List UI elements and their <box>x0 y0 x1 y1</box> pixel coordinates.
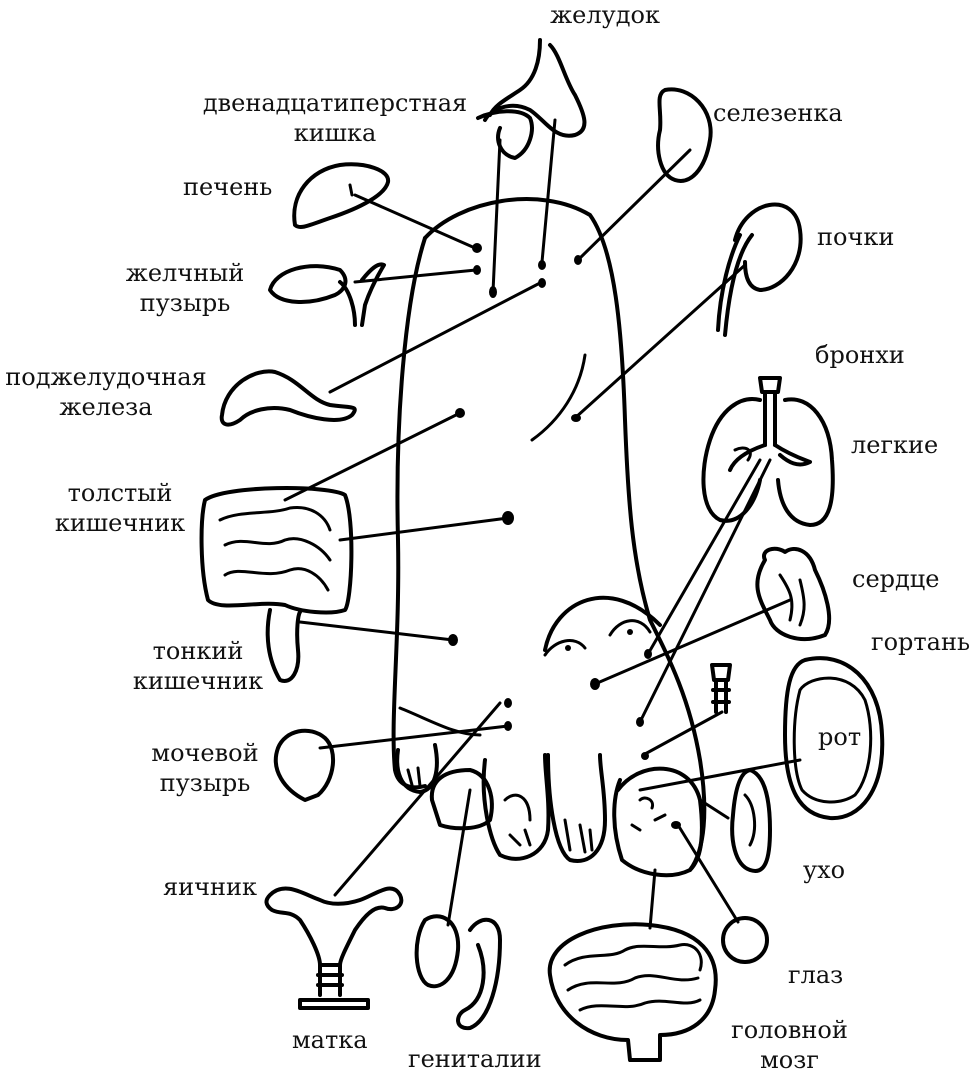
label-eye: глаз <box>788 961 844 989</box>
gallbladder-drawing <box>268 264 348 304</box>
foot-left-edge <box>391 236 427 790</box>
heart-drawing <box>755 546 832 641</box>
label-kidneys: почки <box>817 223 895 251</box>
label-ear: ухо <box>803 856 846 884</box>
eye-drawing <box>721 916 769 964</box>
label-mouth: рот <box>818 723 862 751</box>
foot-ball-eye-left <box>543 639 587 657</box>
genitals-drawing <box>414 914 502 1031</box>
label-liver: печень <box>183 173 273 201</box>
spleen-drawing <box>656 87 713 183</box>
label-lungs: легкие <box>851 431 939 459</box>
label-ovary: яичник <box>163 873 257 901</box>
colon-drawing <box>199 486 354 683</box>
kidney-drawing <box>733 202 803 292</box>
label-genitals: гениталии <box>408 1045 542 1073</box>
liver-drawing <box>292 162 390 229</box>
foot-ball-curve <box>543 595 662 652</box>
label-bronchi: бронхи <box>815 341 905 369</box>
bladder-drawing <box>273 728 336 802</box>
foot-ball-eye-right <box>608 619 652 637</box>
foot-arch-line <box>530 353 587 442</box>
reflex-points <box>448 243 681 829</box>
brain-drawing <box>547 922 718 1062</box>
ear-drawing <box>730 768 772 873</box>
mouth-drawing <box>783 656 885 821</box>
label-heart: сердце <box>852 565 940 593</box>
label-spleen: селезенка <box>713 99 843 127</box>
pancreas-drawing <box>219 369 357 427</box>
label-larynx: гортань <box>871 628 971 656</box>
foot-outline <box>423 197 707 878</box>
uterus-drawing <box>264 886 404 1010</box>
larynx-drawing <box>710 663 732 714</box>
leader-lines <box>283 118 802 930</box>
stomach-drawing <box>483 38 587 138</box>
label-stomach: желудок <box>550 1 660 29</box>
label-uterus: матка <box>292 1026 368 1054</box>
lungs-drawing <box>701 376 835 527</box>
toes <box>395 743 704 872</box>
